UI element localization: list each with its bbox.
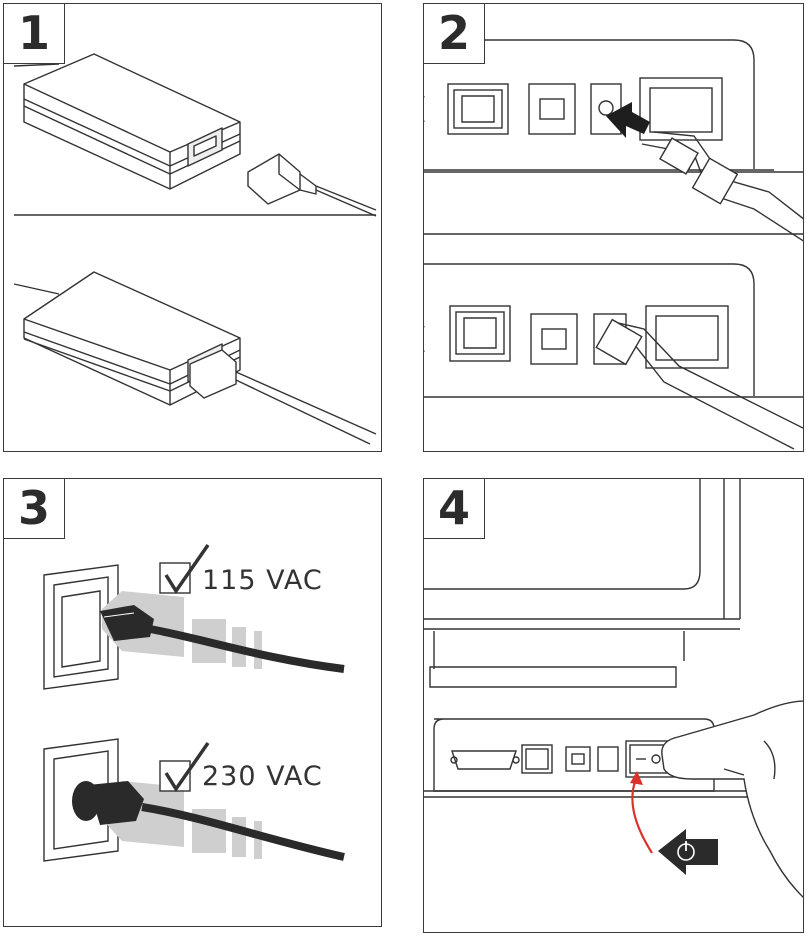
ethernet-port-upper (448, 84, 508, 134)
voltage-label-230: 230 VAC (202, 761, 323, 792)
checkbox-check-icon (160, 743, 208, 791)
usb-port (566, 747, 590, 771)
usb-port-upper (529, 84, 575, 134)
usb-port-lower (531, 314, 577, 364)
step-3-number: 3 (4, 479, 65, 539)
step-3-panel: 3 (3, 478, 382, 927)
step-3-illustration (4, 479, 382, 927)
step-2-number: 2 (424, 4, 485, 64)
step-1-illustration (4, 4, 382, 452)
serial-port (451, 751, 519, 769)
checkbox-check-icon (160, 545, 208, 593)
power-adapter-lower (14, 272, 376, 444)
step-2-illustration (424, 4, 804, 452)
ethernet-port-lower (450, 306, 510, 361)
step-1-panel: 1 (3, 3, 382, 452)
step-2-panel: 2 (423, 3, 804, 452)
ethernet-port (522, 745, 552, 773)
switch-on-arrow (632, 779, 652, 853)
step-4-panel: 4 (423, 478, 804, 933)
power-plug-unplugged (248, 154, 376, 216)
power-switch-upper (640, 78, 722, 140)
step-1-number: 1 (4, 4, 65, 64)
step-4-illustration (424, 479, 804, 933)
power-adapter-upper (14, 54, 240, 189)
power-symbol-icon (658, 829, 718, 875)
dc-power-port (598, 747, 618, 771)
power-switch-lower (646, 306, 728, 368)
step-4-number: 4 (424, 479, 485, 539)
voltage-label-115: 115 VAC (202, 565, 323, 596)
